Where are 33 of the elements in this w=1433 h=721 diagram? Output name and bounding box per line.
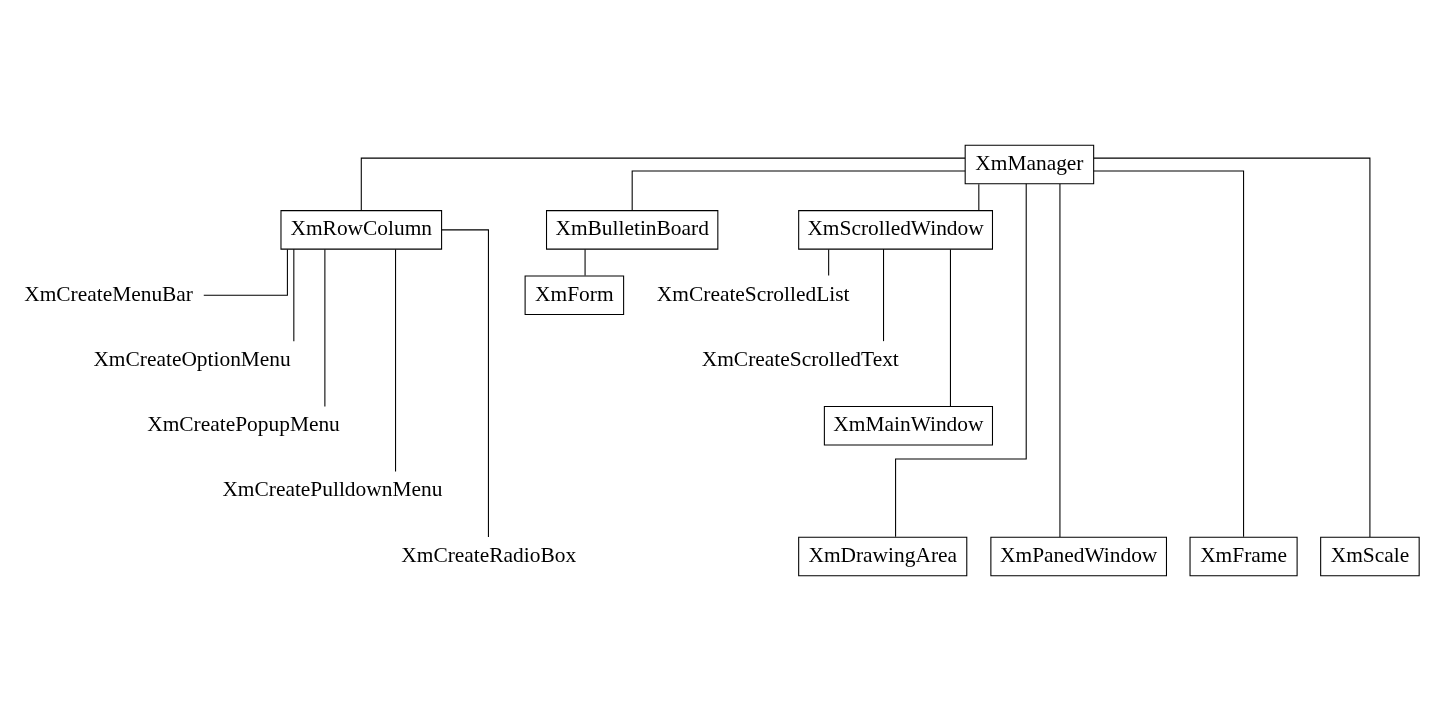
node-box: XmBulletinBoard bbox=[546, 210, 719, 250]
connector bbox=[1059, 183, 1061, 538]
node-box: XmMainWindow bbox=[823, 406, 993, 446]
node-box: XmDrawingArea bbox=[798, 536, 968, 577]
connector bbox=[395, 248, 397, 473]
connector bbox=[828, 248, 830, 277]
node-text: XmCreateRadioBox bbox=[401, 542, 577, 567]
node-box: XmFrame bbox=[1189, 536, 1298, 577]
connector bbox=[203, 248, 288, 296]
connector bbox=[441, 229, 489, 538]
connector bbox=[1093, 157, 1371, 538]
node-box: XmForm bbox=[524, 275, 625, 315]
node-text: XmCreatePopupMenu bbox=[147, 412, 340, 437]
node-box: XmRowColumn bbox=[280, 210, 443, 250]
connector bbox=[949, 248, 951, 407]
connector bbox=[895, 183, 1027, 538]
node-box: XmScale bbox=[1320, 536, 1420, 577]
node-text: XmCreatePulldownMenu bbox=[222, 477, 443, 502]
node-box: XmScrolledWindow bbox=[798, 210, 993, 250]
node-box: XmManager bbox=[964, 144, 1095, 185]
connector bbox=[631, 170, 966, 212]
node-box: XmPanedWindow bbox=[990, 536, 1167, 577]
node-text: XmCreateScrolledText bbox=[701, 346, 899, 371]
connector bbox=[883, 248, 885, 342]
connector bbox=[324, 248, 326, 407]
connector bbox=[293, 248, 295, 342]
connector bbox=[978, 183, 980, 211]
connector bbox=[1093, 170, 1245, 538]
node-text: XmCreateMenuBar bbox=[24, 281, 194, 306]
connector bbox=[360, 157, 966, 211]
node-text: XmCreateScrolledList bbox=[656, 281, 850, 306]
connector bbox=[584, 248, 586, 277]
node-text: XmCreateOptionMenu bbox=[93, 346, 291, 371]
